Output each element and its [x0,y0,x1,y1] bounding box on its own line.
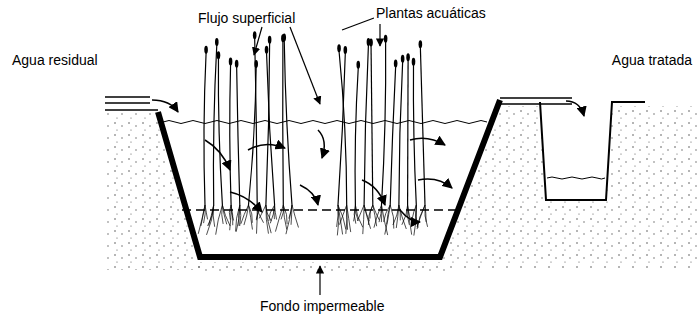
flow-label: Flujo superficial [196,10,297,26]
aquatic-plants [198,31,427,235]
liner-label: Fondo impermeable [258,298,387,314]
leader-lines [254,18,380,295]
soil [440,106,699,268]
soil [105,112,200,270]
water-surface [163,121,487,124]
flow-arrows [205,130,452,222]
inlet-label: Agua residual [10,52,100,68]
inlet-pipe [105,97,178,112]
outlet [500,98,645,200]
impermeable-liner [158,100,500,257]
outlet-label: Agua tratada [610,52,694,68]
plants-label: Plantas acuáticas [374,5,488,21]
